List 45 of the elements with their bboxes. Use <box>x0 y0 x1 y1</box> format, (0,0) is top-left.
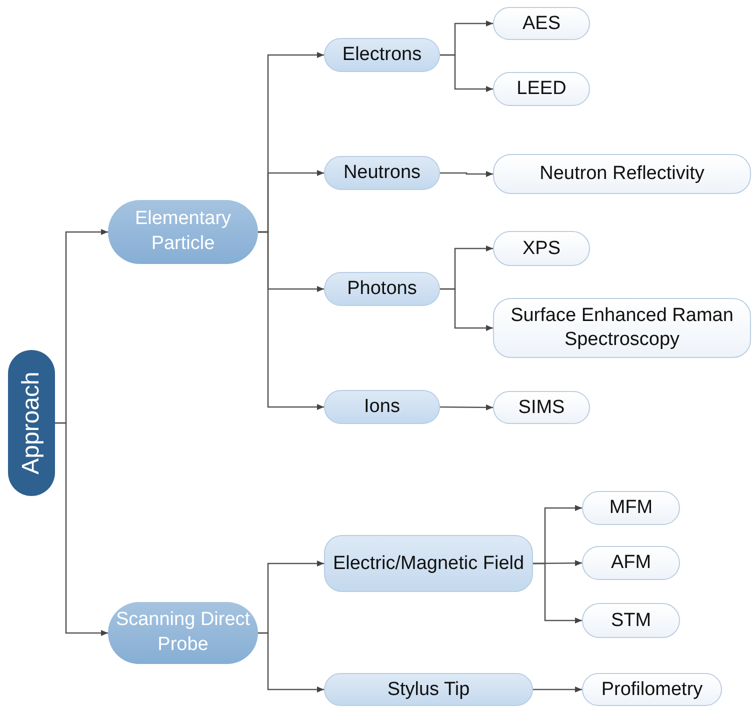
connector-arrow <box>440 54 493 92</box>
technique-box <box>582 673 722 706</box>
node-label: LEED <box>516 77 566 101</box>
subcategory-box <box>324 156 440 190</box>
subcategory-box <box>324 272 440 306</box>
node-label: Approach <box>18 372 46 474</box>
technique-box <box>493 72 590 106</box>
connector-arrow <box>533 562 582 624</box>
connector-arrow <box>533 686 582 692</box>
technique-box <box>493 154 751 194</box>
connector-arrow <box>440 404 493 410</box>
node-label: Profilometry <box>601 678 703 702</box>
node-label: Scanning Direct Probe <box>114 608 252 657</box>
node-label: Ions <box>364 395 400 419</box>
subcategory-box <box>324 390 440 424</box>
technique-box <box>493 231 590 266</box>
connector-arrow <box>258 231 324 410</box>
node-label: Stylus Tip <box>387 678 470 702</box>
connector-arrow <box>258 632 324 692</box>
technique-box <box>582 546 680 580</box>
node-label: Electric/Magnetic Field <box>332 552 524 576</box>
connector-arrow <box>440 288 493 331</box>
subcategory-box <box>324 38 440 72</box>
subcategory-box <box>324 673 533 706</box>
node-label: MFM <box>609 496 653 520</box>
technique-box <box>582 491 680 525</box>
connector-arrow <box>440 171 493 177</box>
node-label: AFM <box>610 551 652 575</box>
connector-arrow <box>55 422 108 636</box>
technique-box <box>493 391 590 424</box>
node-label: Photons <box>347 277 417 301</box>
node-label: SIMS <box>518 396 565 420</box>
root-box <box>8 350 55 496</box>
node-label: Neutrons <box>343 161 421 185</box>
node-label: Elementary Particle <box>134 207 232 256</box>
technique-box <box>493 7 590 40</box>
node-label: AES <box>522 12 561 36</box>
node-label: Surface Enhanced Raman Spectroscopy <box>510 304 734 352</box>
subcategory-box <box>324 535 533 592</box>
technique-box <box>493 298 751 358</box>
node-label: Electrons <box>342 43 422 67</box>
node-label: STM <box>610 608 652 632</box>
node-label: XPS <box>522 236 561 260</box>
node-label: Neutron Reflectivity <box>540 162 704 186</box>
technique-box <box>582 603 680 638</box>
